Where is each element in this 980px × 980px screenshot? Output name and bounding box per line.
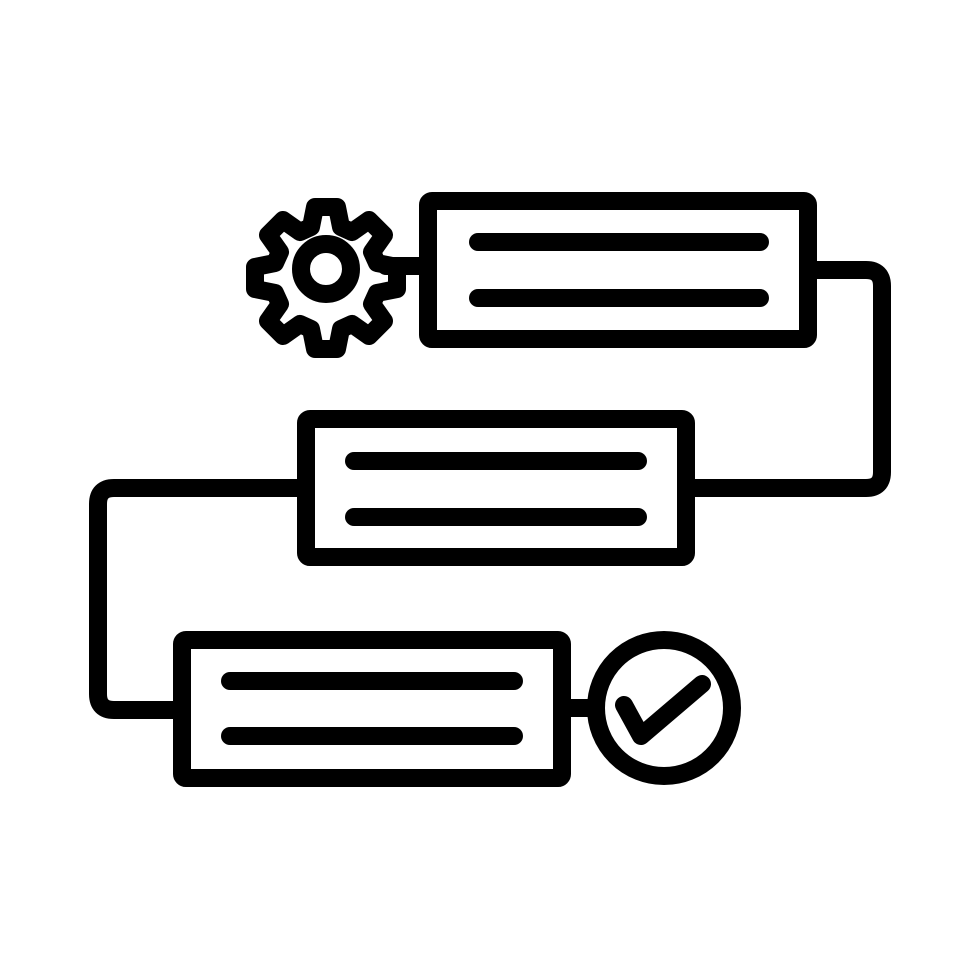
checkmark-circle-icon	[587, 631, 741, 785]
gear-center-hole	[292, 235, 360, 303]
connector-step-2-to-step-3	[89, 479, 309, 719]
step-1-box	[419, 192, 817, 348]
step-3-box	[173, 631, 571, 787]
connector-step-1-to-step-2	[685, 261, 891, 497]
step-2-box	[297, 410, 695, 566]
checkmark-icon	[615, 675, 711, 745]
gear-icon	[246, 198, 406, 358]
